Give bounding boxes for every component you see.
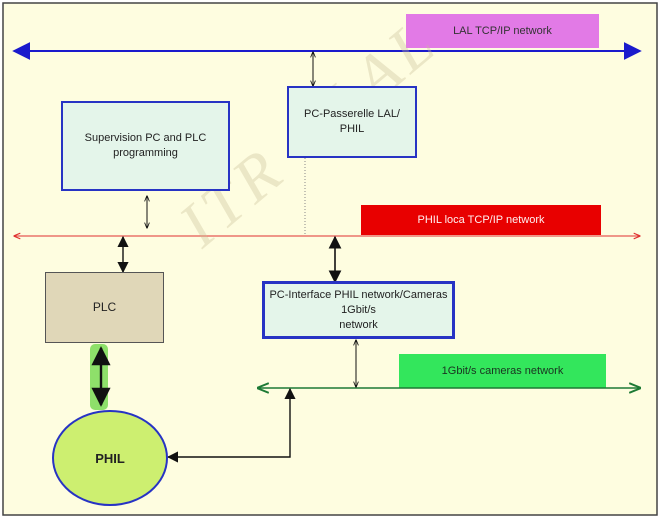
pc-interface-box: PC-Interface PHIL network/Cameras 1Gbit/… xyxy=(262,281,455,339)
supervision-pc-label: Supervision PC and PLC programming xyxy=(84,132,207,159)
cameras-network-label: 1Gbit/s cameras network xyxy=(441,365,564,377)
phil-label: PHIL xyxy=(95,450,125,466)
pc-interface-label: PC-Interface PHIL network/Cameras 1Gbit/… xyxy=(269,288,448,331)
phil-cameras-link xyxy=(166,387,296,463)
phil-node: PHIL xyxy=(52,410,168,506)
local-network-label-bg xyxy=(361,205,601,235)
pc-passerelle-label: PC-Passerelle LAL/ PHIL xyxy=(304,108,400,135)
pc-passerelle-box: PC-Passerelle LAL/ PHIL xyxy=(287,86,417,158)
supervision-pc-box: Supervision PC and PLC programming xyxy=(61,101,230,191)
plc-phil-link-highlight xyxy=(90,344,108,410)
lal-network-label: LAL TCP/IP network xyxy=(453,25,552,37)
plc-box: PLC xyxy=(45,272,164,343)
local-network-label: PHIL loca TCP/IP network xyxy=(417,214,545,226)
plc-label: PLC xyxy=(92,300,117,314)
